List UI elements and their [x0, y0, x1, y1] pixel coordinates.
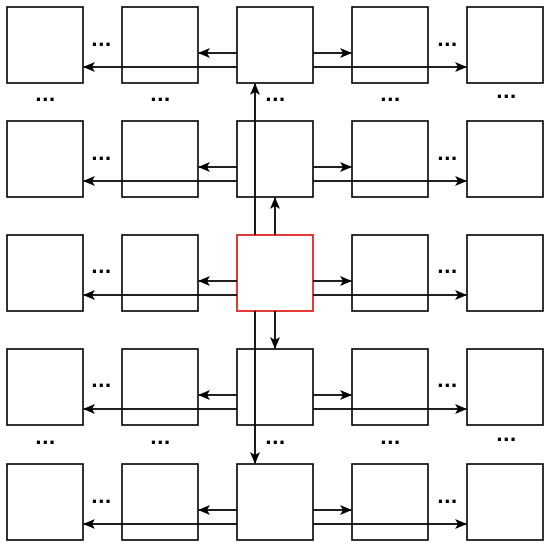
grid-cell-r4-c4: [466, 463, 544, 541]
grid-cell-r0-c1: [121, 6, 199, 84]
ellipsis-row-3-right: ...: [437, 371, 458, 392]
grid-cell-r1-c4: [466, 120, 544, 198]
ellipsis-gap-3-col-0: ...: [35, 428, 56, 449]
grid-cell-r1-c0: [6, 120, 84, 198]
ellipsis-gap-0-col-1: ...: [150, 85, 171, 106]
grid-cell-center-highlighted: [236, 234, 314, 312]
grid-cell-r2-c4: [466, 234, 544, 312]
ellipsis-row-2-right: ...: [437, 257, 458, 278]
grid-arrows: [83, 48, 467, 529]
grid-cell-r3-c1: [121, 348, 199, 426]
grid-cell-r4-c3: [351, 463, 429, 541]
ellipsis-gap-0-col-0: ...: [35, 85, 56, 106]
ellipsis-gap-3-col-4: ...: [496, 425, 517, 446]
ellipsis-row-3-left: ...: [91, 371, 112, 392]
grid-cell-r0-c3: [351, 6, 429, 84]
grid-cell-r1-c1: [121, 120, 199, 198]
ellipsis-gap-0-col-2: ...: [265, 85, 286, 106]
ellipsis-row-1-left: ...: [91, 144, 112, 165]
ellipsis-gap-0-col-3: ...: [380, 85, 401, 106]
ellipsis-row-2-left: ...: [91, 257, 112, 278]
ellipsis-row-4-left: ...: [91, 487, 112, 508]
grid-cell-r3-c4: [466, 348, 544, 426]
grid-cell-r1-c3: [351, 120, 429, 198]
ellipsis-row-0-right: ...: [437, 30, 458, 51]
grid-cell-r0-c0: [6, 6, 84, 84]
grid-cell-r4-c2: [236, 463, 314, 541]
grid-cell-r4-c1: [121, 463, 199, 541]
grid-cells: [6, 6, 544, 541]
grid-cell-r2-c1: [121, 234, 199, 312]
grid-cell-r3-c0: [6, 348, 84, 426]
ellipsis-gap-3-col-2: ...: [265, 428, 286, 449]
grid-cell-r2-c3: [351, 234, 429, 312]
ellipsis-row-0-left: ...: [91, 30, 112, 51]
ellipsis-row-1-right: ...: [437, 144, 458, 165]
grid-cell-r4-c0: [6, 463, 84, 541]
ellipsis-gap-0-col-4: ...: [496, 82, 517, 103]
grid-cell-r2-c0: [6, 234, 84, 312]
ellipsis-gap-3-col-1: ...: [150, 428, 171, 449]
grid-cell-r3-c3: [351, 348, 429, 426]
grid-cell-r1-c2: [236, 120, 314, 198]
ellipsis-row-4-right: ...: [437, 487, 458, 508]
grid-cell-r3-c2: [236, 348, 314, 426]
ellipsis-gap-3-col-3: ...: [380, 428, 401, 449]
grid-cell-r0-c4: [466, 6, 544, 84]
grid-cell-r0-c2: [236, 6, 314, 84]
